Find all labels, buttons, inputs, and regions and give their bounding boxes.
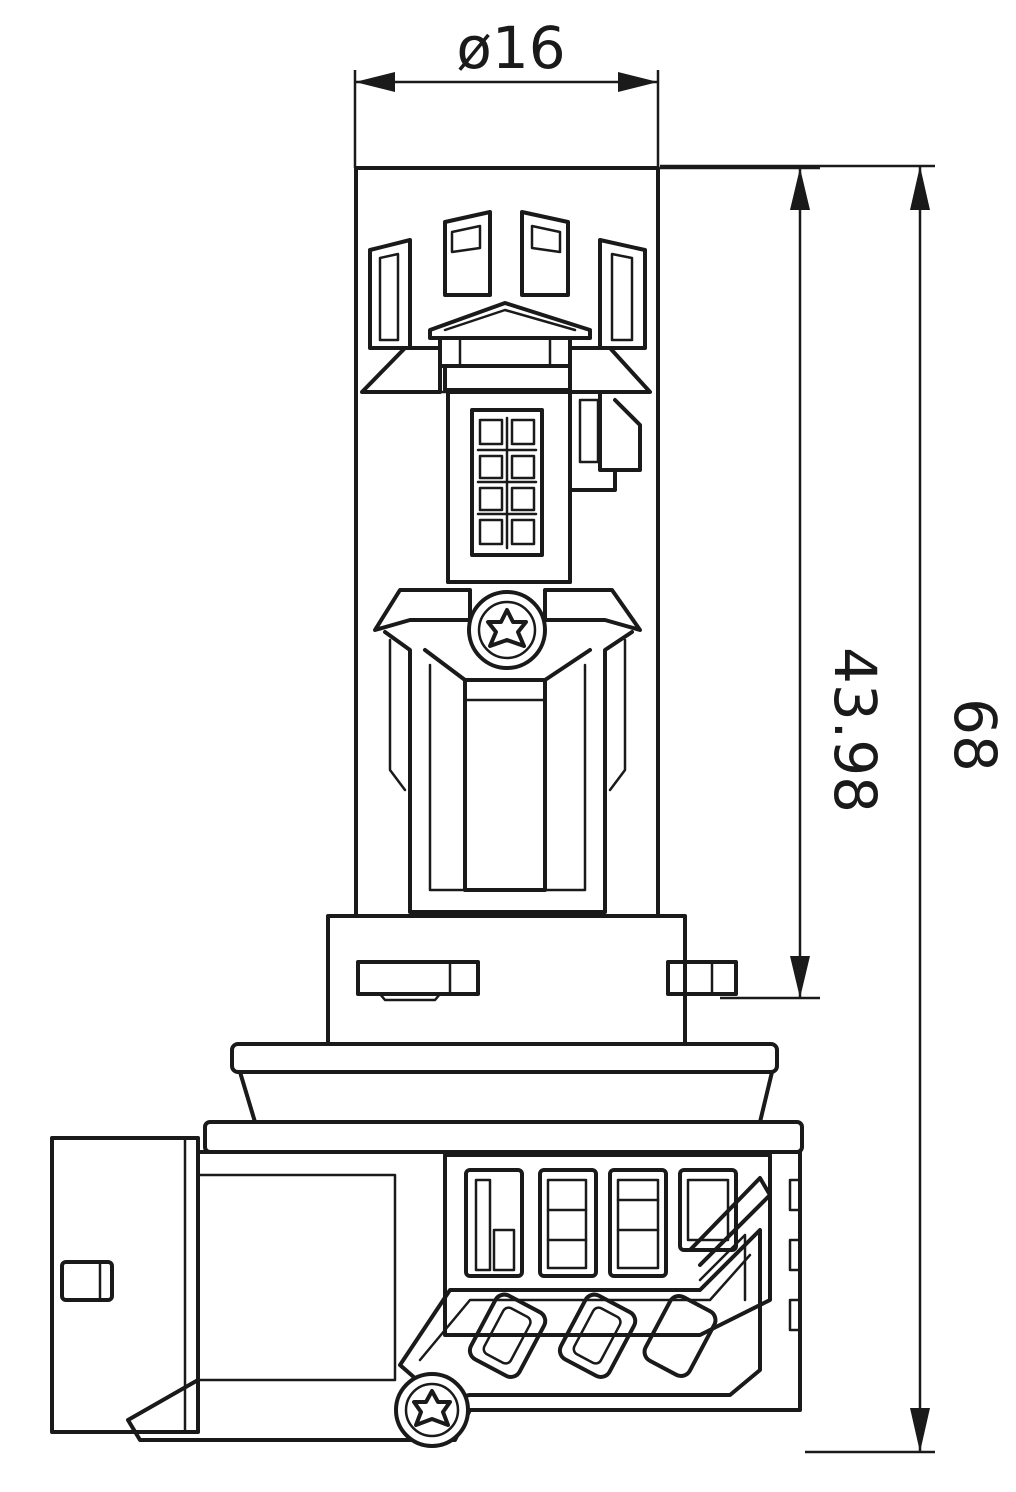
width-dimension-label: ø16 xyxy=(456,14,565,82)
base-collar xyxy=(326,914,738,1046)
led-tube xyxy=(354,166,660,918)
upper-height-dimension-label: 43.98 xyxy=(821,647,889,813)
flange xyxy=(230,1042,779,1124)
upper-height-dimension: 43.98 xyxy=(660,166,889,1000)
upper-torx-screw-icon xyxy=(467,590,547,670)
width-dimension: ø16 xyxy=(353,14,660,168)
total-height-dimension: 68 xyxy=(660,164,1009,1454)
total-height-dimension-label: 68 xyxy=(941,698,1009,772)
lower-torx-screw-icon xyxy=(394,1372,470,1448)
